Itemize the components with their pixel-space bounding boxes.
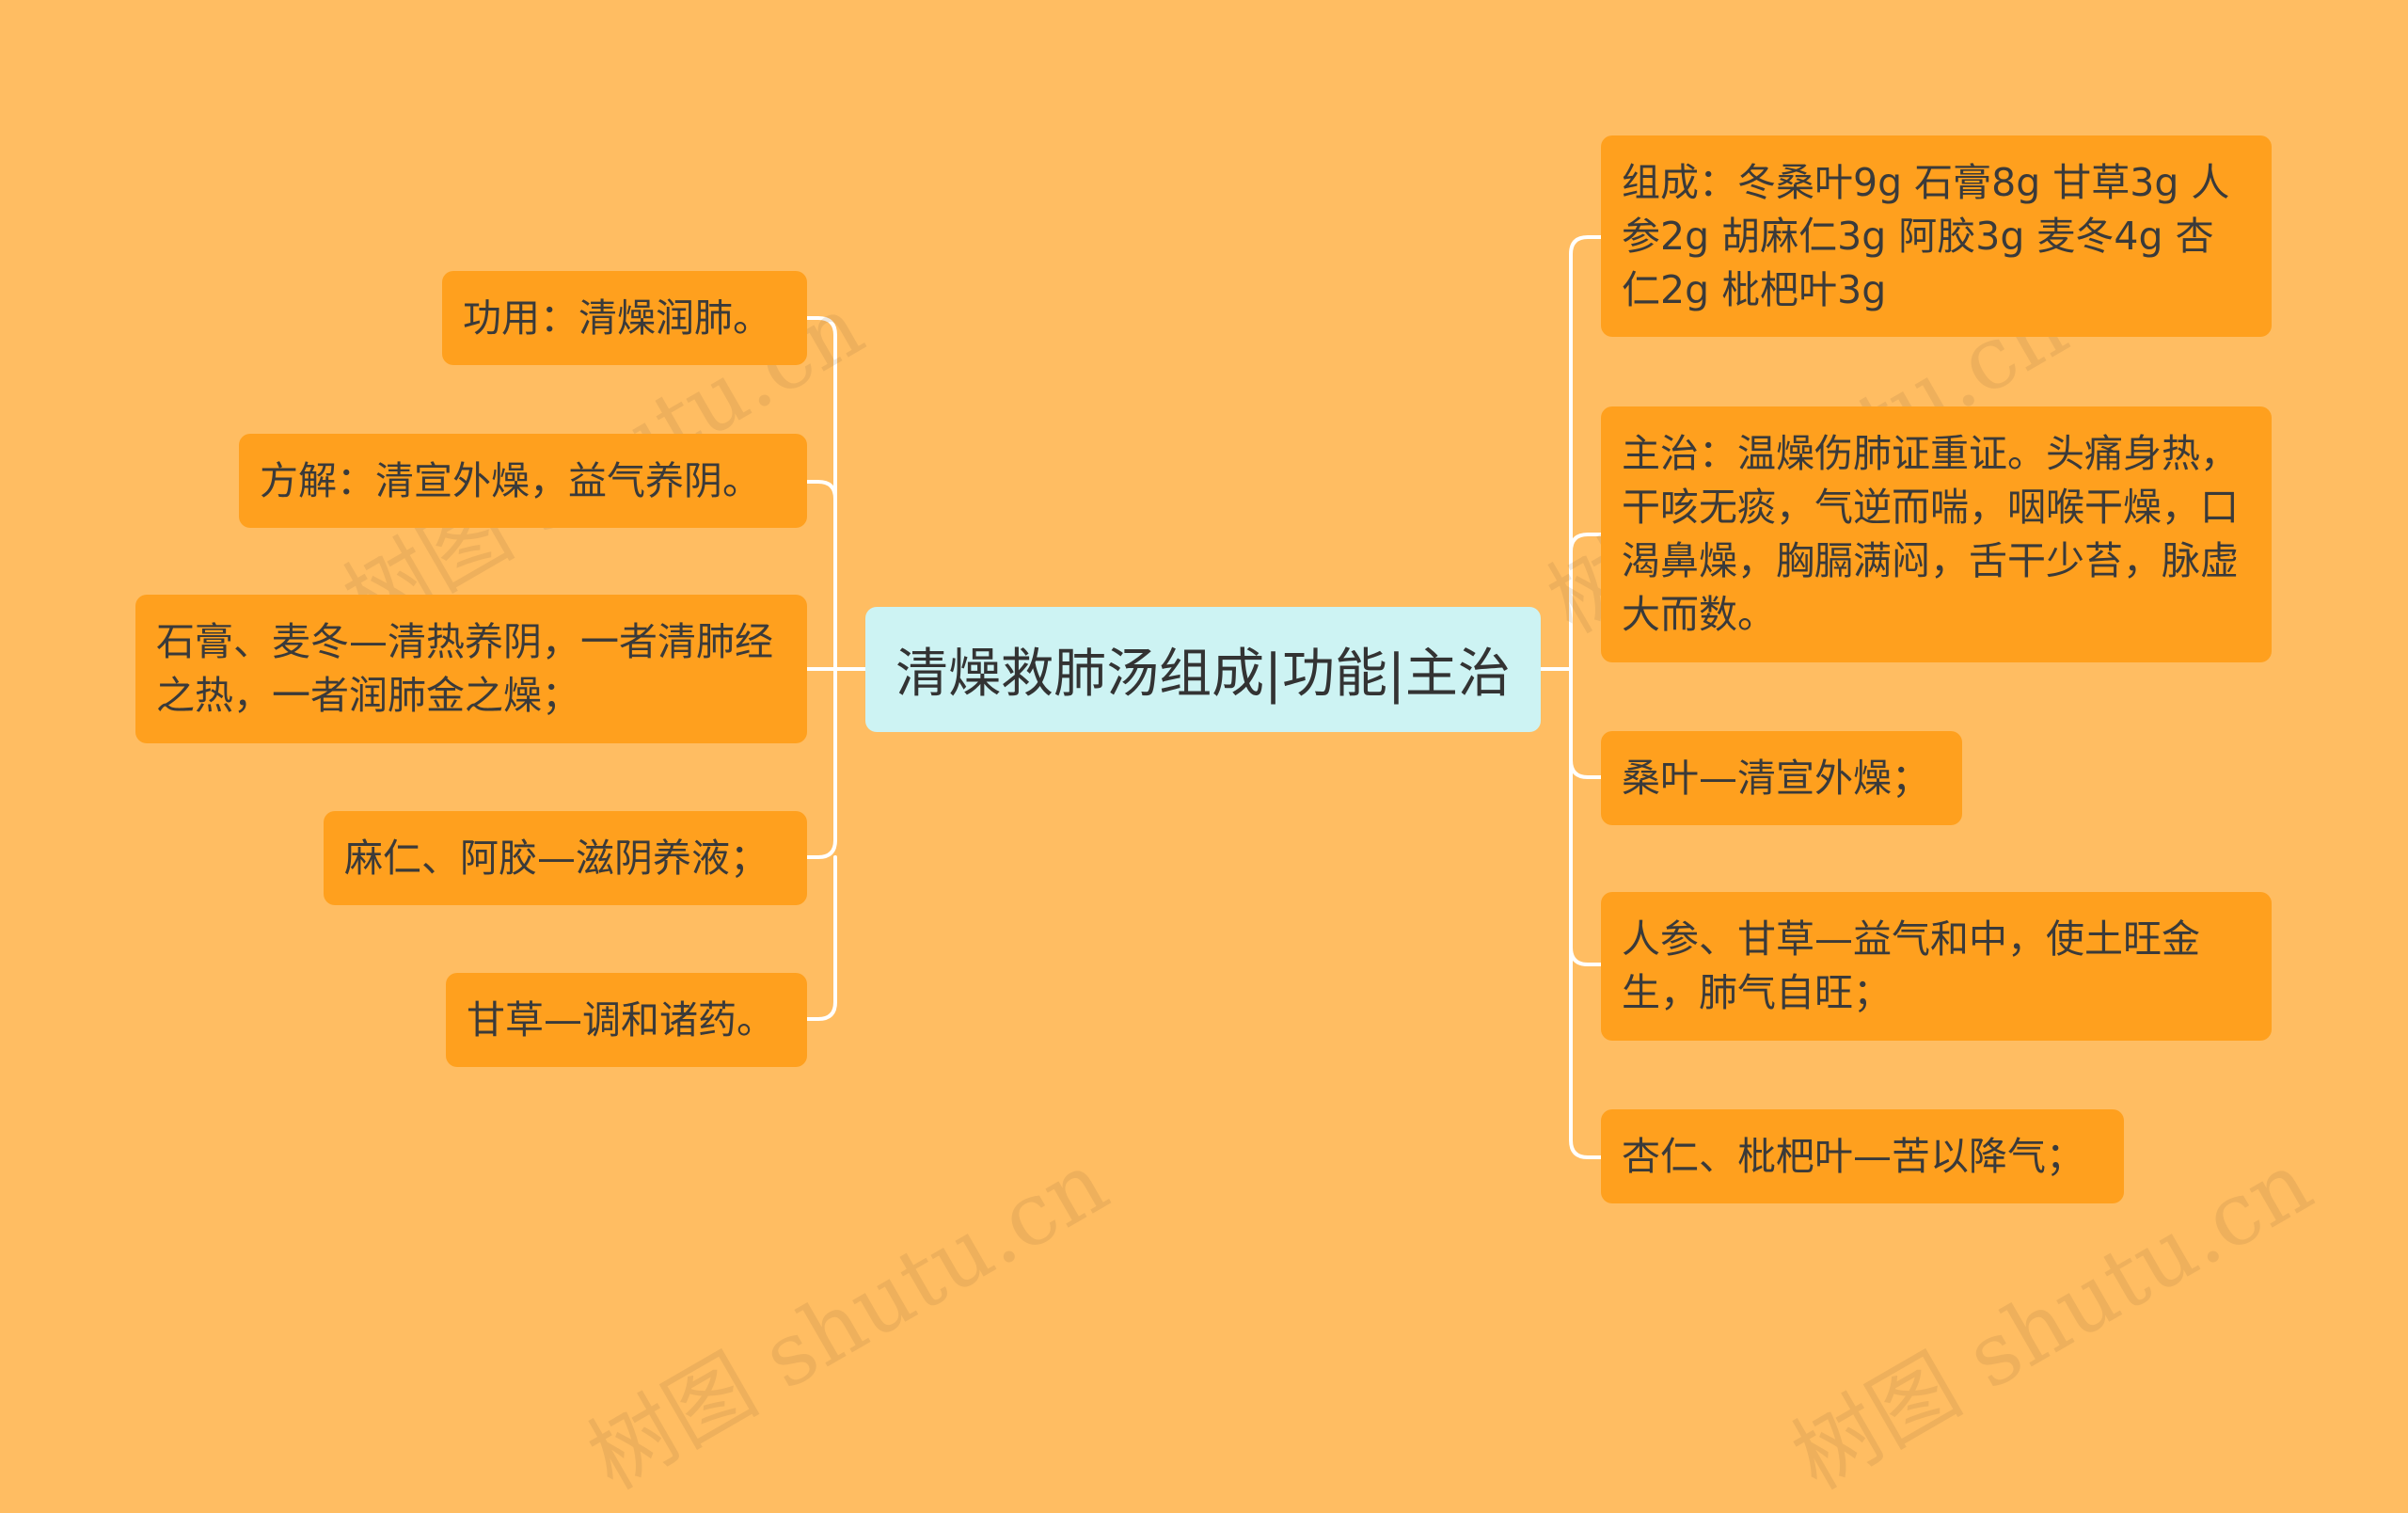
right-node-apricot-loquat[interactable]: 杏仁、枇杷叶—苦以降气； [1601, 1109, 2124, 1203]
connector-right-2 [1569, 533, 1603, 553]
connector-right-4 [1569, 758, 1603, 966]
connector-right-5 [1569, 946, 1603, 1159]
mind-map-canvas: 树图 shutu.cn 树图 shutu.cn 树图 shutu.cn 树图 s… [135, 135, 2328, 1509]
connector-left-2 [805, 480, 837, 501]
left-node-hemp-donkeyhide[interactable]: 麻仁、阿胶—滋阴养液； [324, 811, 807, 905]
left-node-function[interactable]: 功用：清燥润肺。 [442, 271, 807, 365]
connector-left-4 [805, 667, 837, 859]
connector-right-3 [1569, 667, 1603, 779]
left-node-licorice[interactable]: 甘草—调和诸药。 [446, 973, 807, 1067]
central-topic[interactable]: 清燥救肺汤组成|功能|主治 [865, 607, 1541, 732]
connector-right-1 [1569, 235, 1603, 671]
right-node-mulberry-leaf[interactable]: 桑叶—清宣外燥； [1601, 731, 1962, 825]
connector-left-5 [805, 855, 837, 1021]
right-node-composition[interactable]: 组成：冬桑叶9g 石膏8g 甘草3g 人参2g 胡麻仁3g 阿胶3g 麦冬4g … [1601, 135, 2272, 337]
right-node-ginseng-licorice[interactable]: 人参、甘草—益气和中，使土旺金生，肺气自旺； [1601, 892, 2272, 1041]
left-node-formula-analysis[interactable]: 方解：清宣外燥，益气养阴。 [239, 434, 807, 528]
connector-left-1 [805, 316, 837, 671]
connector-lines [805, 235, 1603, 1159]
left-node-gypsum-ophiopogon[interactable]: 石膏、麦冬—清热养阴，一者清肺经之热，一者润肺金之燥； [135, 595, 807, 743]
right-node-indications[interactable]: 主治：温燥伤肺证重证。头痛身热，干咳无痰，气逆而喘，咽喉干燥，口渴鼻燥，胸膈满闷… [1601, 406, 2272, 662]
